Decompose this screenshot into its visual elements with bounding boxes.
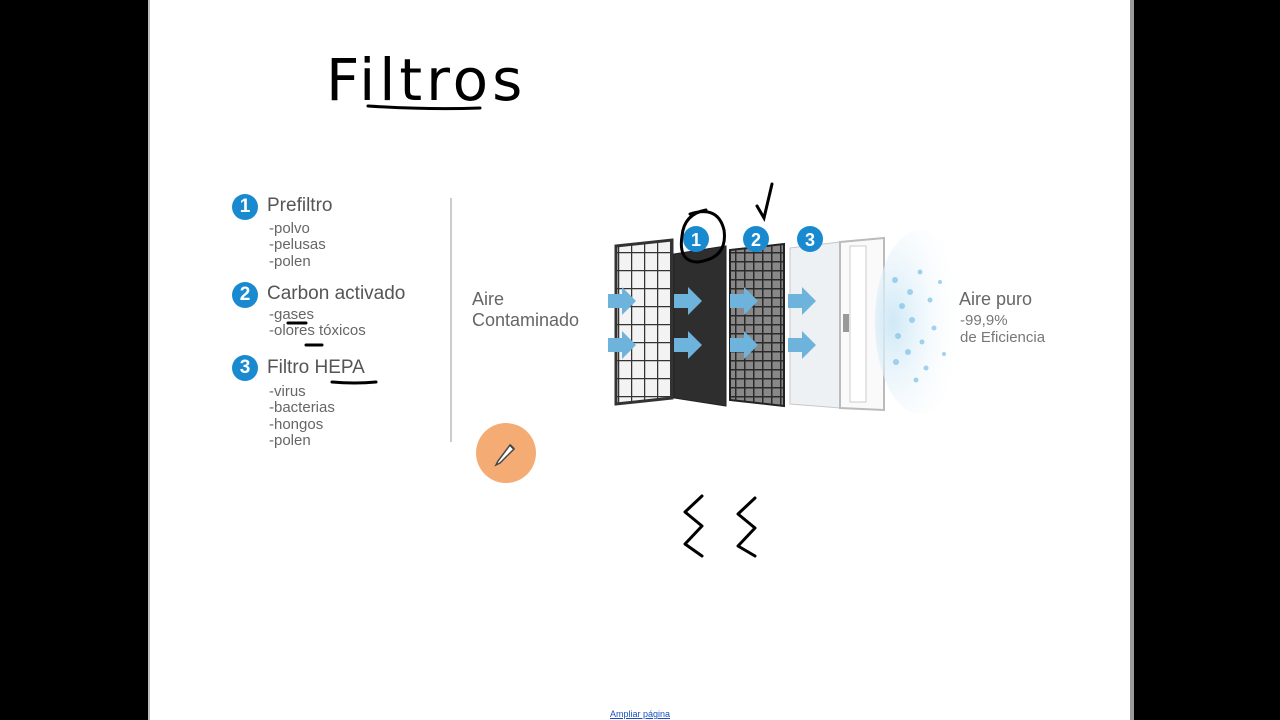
- badge-3-icon: 3: [232, 355, 258, 381]
- diagram-badge-3: 3: [805, 230, 815, 250]
- pencil-icon: [494, 443, 516, 467]
- filter-diagram: 1 2 3: [608, 182, 965, 558]
- badge-1-icon: 1: [232, 194, 258, 220]
- item-title-prefiltro: Prefiltro: [267, 195, 333, 216]
- whiteboard-page: Filtros 1 Prefiltro -polvo -pelusas -pol…: [148, 0, 1134, 720]
- hepa-grid-panel: [729, 242, 785, 408]
- prefilter-panel: [614, 238, 674, 406]
- pen-pointer-icon[interactable]: [476, 423, 536, 483]
- list-item: -bacterias: [269, 399, 335, 416]
- item-title-hepa: Filtro HEPA: [267, 357, 365, 378]
- list-item: -olores tóxicos: [269, 322, 366, 339]
- output-air-label: Aire puro: [959, 289, 1033, 309]
- hepa-filter-panel: [789, 241, 841, 409]
- diagram-badge-2: 2: [751, 230, 761, 250]
- airflow-arrow-icons: [608, 287, 816, 359]
- ink-circle-mark: [679, 208, 726, 264]
- section-divider: [450, 198, 452, 442]
- badge-2-icon: 2: [232, 282, 258, 308]
- input-air-label: Aire Contaminado: [472, 289, 580, 330]
- list-item: -gases: [269, 306, 315, 323]
- list-item: -polvo: [269, 220, 310, 237]
- list-item: -polen: [269, 432, 311, 449]
- clean-air-spray: [875, 230, 965, 414]
- ink-check-mark: [755, 182, 774, 223]
- title-underline-ink: [366, 104, 482, 111]
- carbon-filter-panel: [673, 245, 727, 407]
- list-item: -hongos: [269, 416, 324, 433]
- list-item: -pelusas: [269, 236, 326, 253]
- diagram-badge-1: 1: [691, 230, 701, 250]
- list-ink-annotations: [286, 321, 378, 385]
- item-title-carbon: Carbon activado: [267, 283, 406, 304]
- page-title: Filtros: [326, 46, 527, 114]
- efficiency-label: -99,9% de Eficiencia: [960, 312, 1046, 346]
- list-item: -virus: [269, 383, 306, 400]
- list-item: -polen: [269, 253, 311, 270]
- expand-page-link[interactable]: Ampliar página: [609, 709, 671, 719]
- ink-squiggle-mark: [683, 494, 757, 558]
